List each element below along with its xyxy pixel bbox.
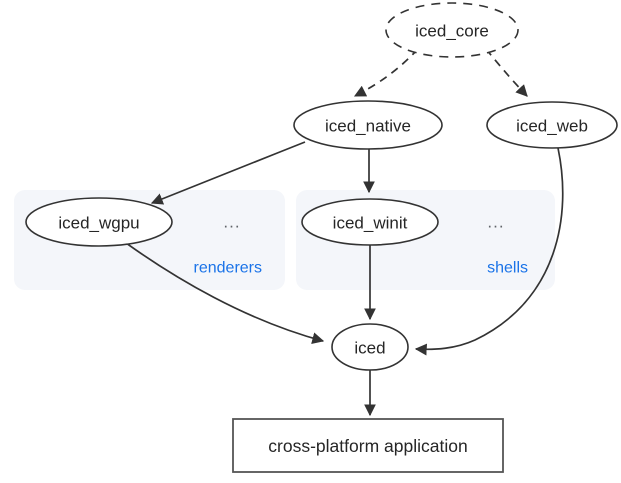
node-iced-core-label: iced_core: [415, 22, 489, 41]
node-iced-web-shape[interactable]: [486, 101, 618, 149]
edge-iced-native-to-iced-wgpu: [150, 141, 306, 205]
group-renderers-ellipsis: ...: [223, 213, 240, 232]
node-iced-winit-label: iced_winit: [333, 214, 408, 233]
node-iced-winit-shape[interactable]: [301, 198, 439, 246]
edge-iced-core-to-iced-native: [353, 48, 419, 97]
group-renderers-label: renderers: [194, 260, 262, 277]
node-iced-native-shape[interactable]: [293, 100, 443, 150]
node-iced-web[interactable]: iced_web: [486, 101, 618, 149]
group-shells-ellipsis: ...: [487, 213, 504, 232]
node-cross-platform-application-shape[interactable]: [232, 418, 504, 473]
node-iced-native-label: iced_native: [325, 117, 411, 136]
node-cross-platform-application-label: cross-platform application: [268, 436, 467, 456]
edge-iced-wgpu-to-iced: [125, 242, 325, 344]
node-iced-wgpu-label: iced_wgpu: [58, 214, 139, 233]
edge-iced-web-to-iced: [414, 147, 564, 356]
node-iced-core[interactable]: iced_core: [385, 2, 519, 58]
node-cross-platform-application[interactable]: cross-platform application: [232, 418, 504, 473]
node-iced-shape[interactable]: [331, 323, 409, 371]
node-iced-winit[interactable]: iced_winit: [301, 198, 439, 246]
node-iced-web-label: iced_web: [516, 117, 588, 136]
node-iced-label: iced: [354, 339, 385, 358]
node-iced-wgpu[interactable]: iced_wgpu: [25, 197, 173, 247]
node-iced-core-shape[interactable]: [385, 2, 519, 58]
edge-iced-core-to-iced-web: [485, 48, 528, 97]
node-iced-wgpu-shape[interactable]: [25, 197, 173, 247]
node-iced[interactable]: iced: [331, 323, 409, 371]
node-iced-native[interactable]: iced_native: [293, 100, 443, 150]
group-shells-label: shells: [487, 260, 528, 277]
